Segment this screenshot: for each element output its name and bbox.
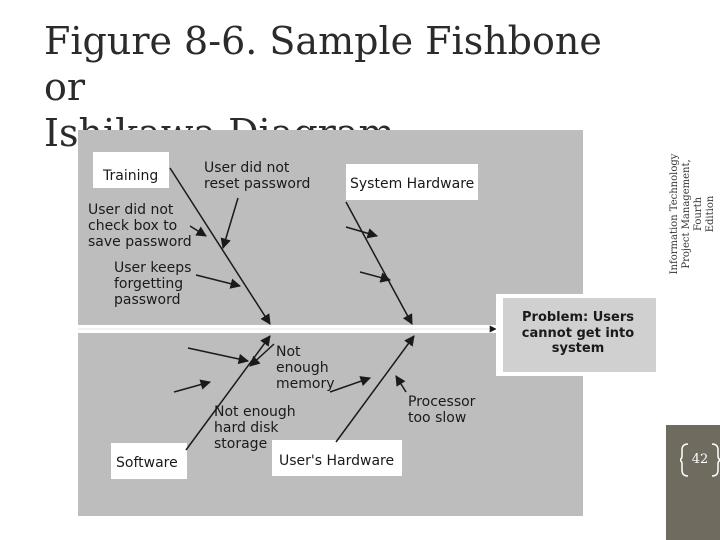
arrow-did-not-reset bbox=[220, 197, 239, 250]
cause-processor-slow: Processor too slow bbox=[408, 394, 476, 426]
svg-text:cannot get into: cannot get into bbox=[522, 326, 634, 341]
side-caption-line-2: Project Management, Fourth bbox=[681, 159, 704, 269]
cause-not-enough-disk-line-2: hard disk bbox=[214, 420, 279, 436]
cause-did-not-check-line-3: save password bbox=[88, 234, 192, 250]
cause-not-enough-memory-line-1: Not bbox=[276, 344, 301, 360]
svg-text:Problem: Users: Problem: Users bbox=[522, 310, 634, 325]
cause-not-enough-memory: Not enough memory bbox=[276, 344, 335, 392]
cause-keeps-forgetting-line-3: password bbox=[114, 292, 180, 308]
cause-not-enough-disk: Not enough hard disk storage bbox=[214, 404, 296, 452]
arrow-keeps-forgetting bbox=[195, 274, 242, 289]
slide-title-line-1: Figure 8-6. Sample Fishbone or bbox=[44, 19, 602, 109]
cause-processor-slow-line-1: Processor bbox=[408, 394, 476, 410]
cause-did-not-reset-line-1: User did not bbox=[204, 160, 290, 176]
cause-keeps-forgetting-line-1: User keeps bbox=[114, 260, 191, 276]
cause-keeps-forgetting: User keeps forgetting password bbox=[114, 260, 191, 308]
cause-did-not-reset: User did not reset password bbox=[204, 160, 310, 192]
branch-users-hardware bbox=[335, 335, 415, 443]
arrow-software-2 bbox=[187, 347, 250, 365]
cause-did-not-check-line-2: check box to bbox=[88, 218, 177, 234]
arrow-system-hw-1 bbox=[345, 226, 379, 239]
side-caption-box bbox=[666, 0, 720, 425]
cause-not-enough-disk-line-3: storage bbox=[214, 436, 267, 452]
side-caption-line-1: Information Technology bbox=[669, 153, 680, 275]
side-caption-line-3: Edition bbox=[705, 195, 716, 233]
branch-training bbox=[169, 167, 271, 325]
category-training: Training bbox=[93, 152, 169, 188]
arrow-software-1 bbox=[173, 379, 212, 393]
problem-line-3: system bbox=[552, 341, 605, 356]
arrow-did-not-check bbox=[189, 225, 207, 237]
arrow-system-hw-2 bbox=[359, 271, 392, 283]
page-number-badge: 42 bbox=[677, 440, 720, 480]
cause-did-not-reset-line-2: reset password bbox=[204, 176, 310, 192]
branch-software bbox=[185, 335, 271, 451]
arrow-processor-slow bbox=[395, 375, 407, 393]
category-users-hardware-label: User's Hardware bbox=[279, 453, 394, 469]
category-system-hardware: System Hardware bbox=[346, 164, 478, 200]
category-system-hardware-label: System Hardware bbox=[350, 176, 474, 192]
arrow-not-enough-memory bbox=[249, 343, 275, 367]
cause-did-not-check: User did not check box to save password bbox=[88, 202, 192, 250]
fishbone-diagram: Problem: Users cannot get into system Tr… bbox=[78, 130, 660, 516]
side-caption: Information Technology Project Managemen… bbox=[669, 146, 717, 282]
cause-did-not-check-line-1: User did not bbox=[88, 202, 174, 218]
category-users-hardware: User's Hardware bbox=[272, 440, 402, 476]
category-software: Software bbox=[111, 443, 187, 479]
category-training-label: Training bbox=[102, 168, 158, 184]
arrow-not-enough-disk bbox=[329, 376, 371, 393]
cause-not-enough-disk-line-1: Not enough bbox=[214, 404, 296, 420]
cause-not-enough-memory-line-3: memory bbox=[276, 376, 335, 392]
branch-system-hardware bbox=[345, 201, 413, 325]
problem-box: Problem: Users cannot get into system bbox=[496, 294, 660, 376]
svg-text:system: system bbox=[552, 341, 605, 356]
problem-line-2: cannot get into bbox=[522, 326, 634, 341]
cause-processor-slow-line-2: too slow bbox=[408, 410, 466, 426]
cause-not-enough-memory-line-2: enough bbox=[276, 360, 329, 376]
cause-keeps-forgetting-line-2: forgetting bbox=[114, 276, 183, 292]
page-number: 42 bbox=[691, 452, 709, 467]
problem-line-1: Problem: Users bbox=[522, 310, 634, 325]
category-software-label: Software bbox=[116, 455, 178, 471]
